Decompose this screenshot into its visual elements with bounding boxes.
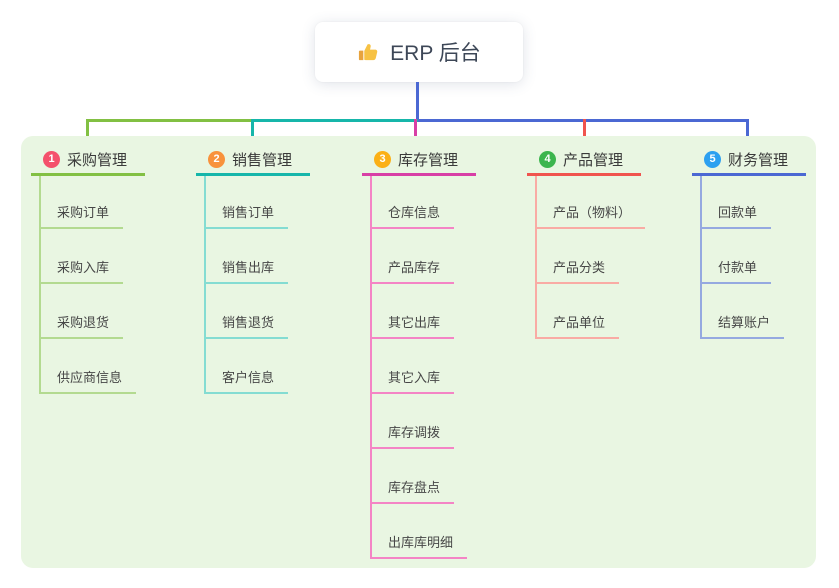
child-node: 采购退货 xyxy=(39,284,145,339)
connector-h-branch1 xyxy=(86,119,252,122)
child-node: 仓库信息 xyxy=(370,176,476,229)
child-label[interactable]: 回款单 xyxy=(700,202,772,229)
branch-title: 库存管理 xyxy=(398,152,459,169)
branch-number-badge: 3 xyxy=(374,151,391,168)
child-label[interactable]: 客户信息 xyxy=(204,367,289,394)
root-stem-connector xyxy=(416,82,419,122)
child-node: 销售退货 xyxy=(204,284,310,339)
branch-title: 采购管理 xyxy=(67,152,128,169)
branch-title: 财务管理 xyxy=(728,152,789,169)
branch-header-sales[interactable]: 2 销售管理 xyxy=(196,146,310,176)
child-node: 库存盘点 xyxy=(370,449,476,504)
connector-h-branch2 xyxy=(252,119,418,122)
branch-number-badge: 2 xyxy=(208,151,225,168)
branch-number-badge: 5 xyxy=(704,151,721,168)
branch-header-product[interactable]: 4 产品管理 xyxy=(527,146,641,176)
connector-drop-branch2 xyxy=(251,119,254,143)
branch-children: 回款单 付款单 结算账户 xyxy=(700,176,806,339)
child-node: 库存调拨 xyxy=(370,394,476,449)
child-label[interactable]: 供应商信息 xyxy=(39,367,137,394)
branch-column-sales: 2 销售管理 销售订单 销售出库 销售退货 客户信息 xyxy=(196,146,310,394)
child-node: 产品库存 xyxy=(370,229,476,284)
child-node: 回款单 xyxy=(700,176,806,229)
branch-children: 采购订单 采购入库 采购退货 供应商信息 xyxy=(39,176,145,394)
branch-children: 销售订单 销售出库 销售退货 客户信息 xyxy=(204,176,310,394)
branch-title: 产品管理 xyxy=(563,152,624,169)
connector-drop-branch4 xyxy=(583,119,586,143)
child-node: 采购入库 xyxy=(39,229,145,284)
child-node: 采购订单 xyxy=(39,176,145,229)
child-node: 结算账户 xyxy=(700,284,806,339)
child-label[interactable]: 采购入库 xyxy=(39,257,124,284)
child-node: 客户信息 xyxy=(204,339,310,394)
branch-header-purchase[interactable]: 1 采购管理 xyxy=(31,146,145,176)
child-node: 销售订单 xyxy=(204,176,310,229)
child-label[interactable]: 出库库明细 xyxy=(370,532,468,559)
connector-drop-branch3 xyxy=(414,119,417,145)
diagram-panel: 1 采购管理 采购订单 采购入库 采购退货 供应商信息 2 销售管理 销售订单 … xyxy=(21,136,816,568)
child-node: 付款单 xyxy=(700,229,806,284)
child-label[interactable]: 库存调拨 xyxy=(370,422,455,449)
child-label[interactable]: 采购订单 xyxy=(39,202,124,229)
child-node: 销售出库 xyxy=(204,229,310,284)
branch-title: 销售管理 xyxy=(232,152,293,169)
child-node: 出库库明细 xyxy=(370,504,476,559)
branch-header-inventory[interactable]: 3 库存管理 xyxy=(362,146,476,176)
connector-drop-branch1 xyxy=(86,119,89,143)
branch-column-purchase: 1 采购管理 采购订单 采购入库 采购退货 供应商信息 xyxy=(31,146,145,394)
connector-drop-branch5 xyxy=(746,119,749,143)
branch-number-badge: 1 xyxy=(43,151,60,168)
child-label[interactable]: 结算账户 xyxy=(700,312,785,339)
branch-children: 产品（物料） 产品分类 产品单位 xyxy=(535,176,646,339)
branch-children: 仓库信息 产品库存 其它出库 其它入库 库存调拨 库存盘点 出库库明细 xyxy=(370,176,476,559)
child-label[interactable]: 销售订单 xyxy=(204,202,289,229)
child-label[interactable]: 库存盘点 xyxy=(370,477,455,504)
child-node: 其它入库 xyxy=(370,339,476,394)
child-label[interactable]: 其它入库 xyxy=(370,367,455,394)
child-label[interactable]: 产品（物料） xyxy=(535,202,646,229)
child-node: 产品分类 xyxy=(535,229,645,284)
branch-header-finance[interactable]: 5 财务管理 xyxy=(692,146,806,176)
child-label[interactable]: 销售退货 xyxy=(204,312,289,339)
child-node: 产品（物料） xyxy=(535,176,646,229)
branch-column-finance: 5 财务管理 回款单 付款单 结算账户 xyxy=(692,146,806,339)
child-label[interactable]: 其它出库 xyxy=(370,312,455,339)
branch-number-badge: 4 xyxy=(539,151,556,168)
branch-column-product: 4 产品管理 产品（物料） 产品分类 产品单位 xyxy=(527,146,646,339)
child-label[interactable]: 采购退货 xyxy=(39,312,124,339)
root-node[interactable]: ERP 后台 xyxy=(315,22,523,82)
child-label[interactable]: 销售出库 xyxy=(204,257,289,284)
branch-column-inventory: 3 库存管理 仓库信息 产品库存 其它出库 其它入库 库存调拨 库存盘点 出库库… xyxy=(362,146,476,559)
child-label[interactable]: 产品库存 xyxy=(370,257,455,284)
child-label[interactable]: 仓库信息 xyxy=(370,202,455,229)
root-title: ERP 后台 xyxy=(390,42,481,65)
child-node: 供应商信息 xyxy=(39,339,145,394)
child-label[interactable]: 付款单 xyxy=(700,257,772,284)
child-label[interactable]: 产品单位 xyxy=(535,312,620,339)
thumbs-up-icon xyxy=(357,41,380,64)
child-node: 产品单位 xyxy=(535,284,645,339)
child-label[interactable]: 产品分类 xyxy=(535,257,620,284)
child-node: 其它出库 xyxy=(370,284,476,339)
